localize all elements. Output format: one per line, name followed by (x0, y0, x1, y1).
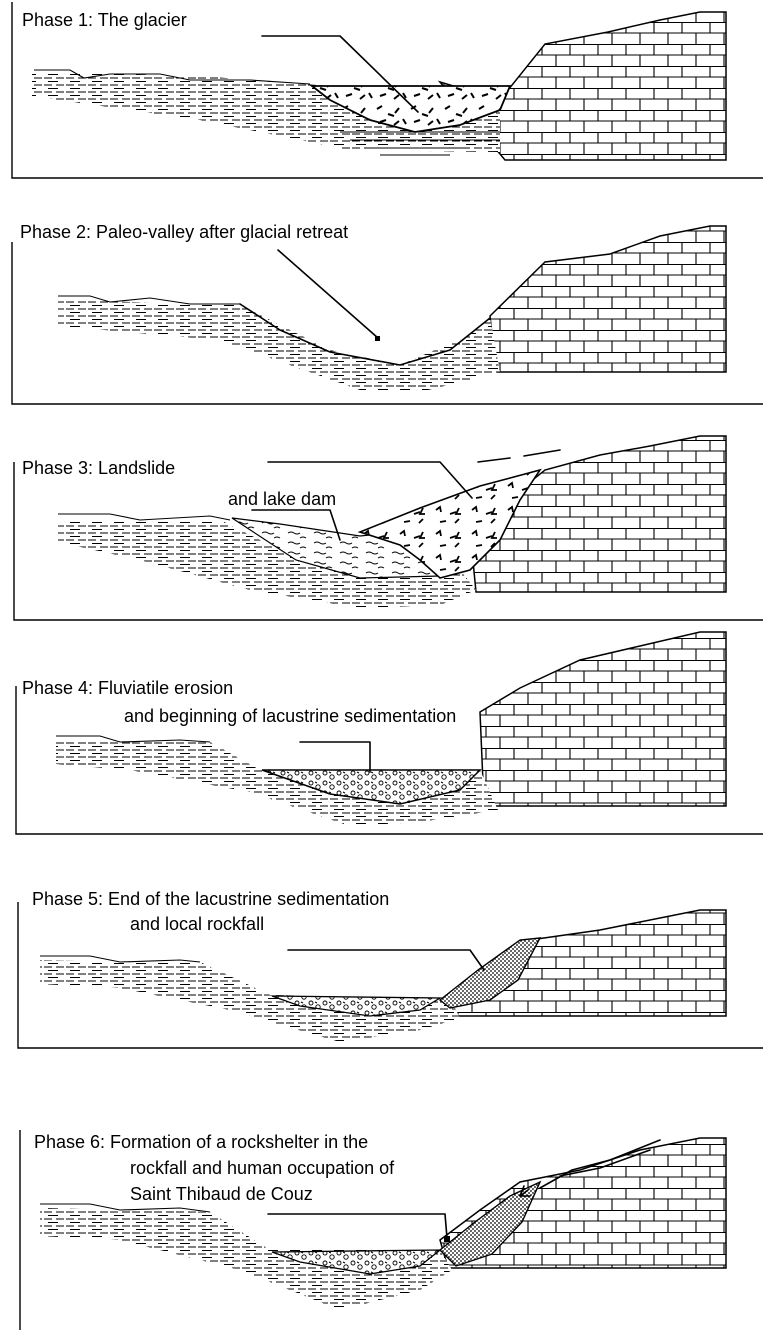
phase-6-label-3: Saint Thibaud de Couz (130, 1184, 313, 1204)
phase-6-panel: Phase 6: Formation of a rockshelter in t… (20, 1130, 726, 1330)
limestone-cliff (490, 226, 726, 372)
phase-6-label: Phase 6: Formation of a rockshelter in t… (34, 1132, 368, 1152)
sediment-strata (58, 300, 500, 392)
phase-1-panel: Phase 1: The glacier (12, 2, 763, 178)
phase-4-label-2: and beginning of lacustrine sedimentatio… (124, 706, 456, 726)
phase-4-panel: Phase 4: Fluviatile erosion and beginnin… (16, 632, 763, 834)
limestone-cliff (480, 632, 726, 806)
phase-3-label-2: and lake dam (228, 489, 336, 509)
phase-2-panel: Phase 2: Paleo-valley after glacial retr… (12, 222, 763, 404)
phase-6-label-2: rockfall and human occupation of (130, 1158, 395, 1178)
phase-1-label: Phase 1: The glacier (22, 10, 187, 30)
phase-5-label: Phase 5: End of the lacustrine sedimenta… (32, 889, 389, 909)
phase-4-label: Phase 4: Fluviatile erosion (22, 678, 233, 698)
phase-3-label: Phase 3: Landslide (22, 458, 175, 478)
phase-3-panel: Phase 3: Landslide and lake dam (14, 436, 763, 620)
phase-5-panel: Phase 5: End of the lacustrine sedimenta… (18, 889, 763, 1048)
phase-5-label-2: and local rockfall (130, 914, 264, 934)
phase-2-label: Phase 2: Paleo-valley after glacial retr… (20, 222, 348, 242)
